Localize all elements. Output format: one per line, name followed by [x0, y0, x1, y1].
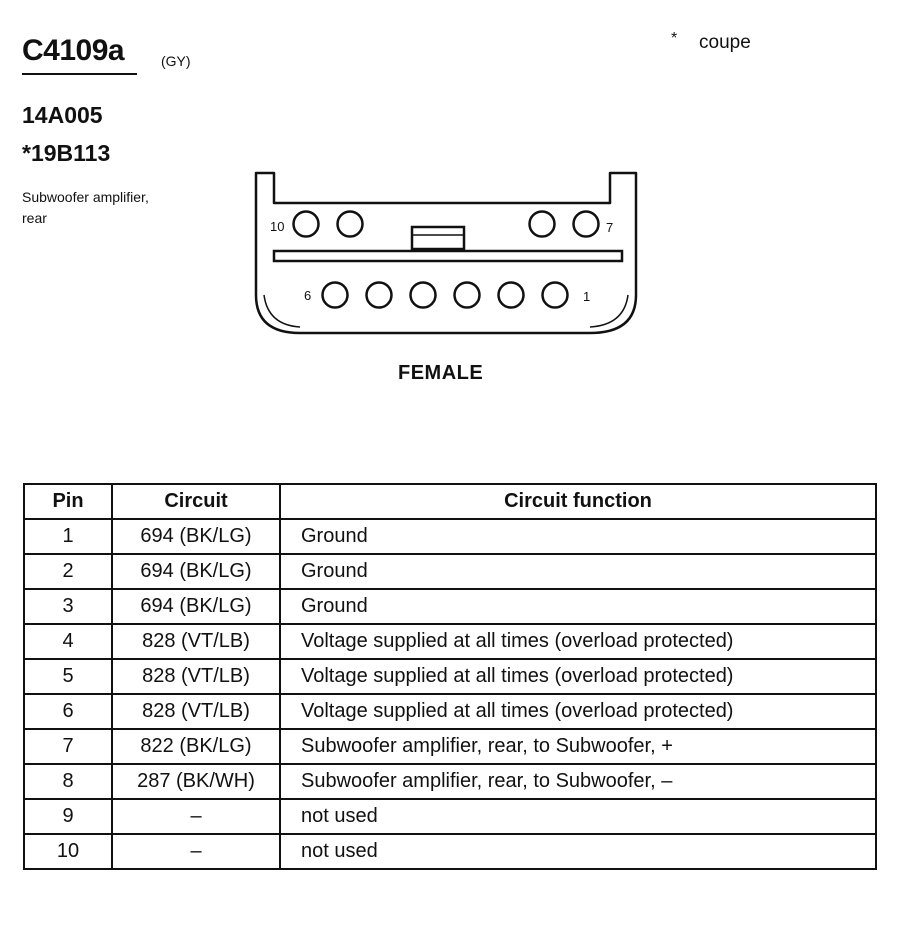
table-row: 7 822 (BK/LG) Subwoofer amplifier, rear,… [23, 728, 877, 765]
pin-cell: 1 [23, 518, 113, 555]
pin-cell: 3 [23, 588, 113, 625]
function-cell: Voltage supplied at all times (overload … [279, 658, 877, 695]
pin-cell: 6 [23, 693, 113, 730]
function-cell: Ground [279, 553, 877, 590]
circuit-cell: 287 (BK/WH) [111, 763, 281, 800]
circuit-cell: 828 (VT/LB) [111, 693, 281, 730]
pin-cell: 5 [23, 658, 113, 695]
function-cell: Ground [279, 588, 877, 625]
pin-cell: 7 [23, 728, 113, 765]
table-row: 3 694 (BK/LG) Ground [23, 588, 877, 625]
component-description-line-1: Subwoofer amplifier, [22, 189, 149, 205]
pin-cavity-4 [409, 281, 437, 309]
connector-housing-inner-line-right [589, 294, 629, 328]
function-cell: Subwoofer amplifier, rear, to Subwoofer,… [279, 728, 877, 765]
function-cell: Voltage supplied at all times (overload … [279, 623, 877, 660]
function-cell: Subwoofer amplifier, rear, to Subwoofer,… [279, 763, 877, 800]
circuit-cell: 694 (BK/LG) [111, 518, 281, 555]
connector-housing-outline [254, 171, 638, 335]
connector-face-diagram: 10 7 6 1 [254, 171, 638, 335]
component-description-line-2: rear [22, 210, 47, 226]
table-row: 4 828 (VT/LB) Voltage supplied at all ti… [23, 623, 877, 660]
part-number-alternate: *19B113 [22, 140, 111, 166]
pin-label-1: 1 [583, 289, 590, 304]
pin-label-6: 6 [304, 288, 311, 303]
pin-cavity-8 [528, 210, 556, 238]
part-number-primary: 14A005 [22, 102, 103, 128]
connector-center-rib [272, 249, 624, 263]
function-cell: not used [279, 833, 877, 870]
pin-cell: 10 [23, 833, 113, 870]
connector-housing-inner-line [263, 294, 301, 328]
note-marker: * [671, 30, 678, 47]
pin-cell: 4 [23, 623, 113, 660]
connector-id: C4109a [22, 34, 125, 67]
circuit-cell: 694 (BK/LG) [111, 588, 281, 625]
column-header-pin: Pin [23, 483, 113, 520]
circuit-cell: 828 (VT/LB) [111, 623, 281, 660]
table-row: 6 828 (VT/LB) Voltage supplied at all ti… [23, 693, 877, 730]
note-text: coupe [699, 32, 751, 53]
connector-id-underline [22, 73, 137, 75]
pin-cavity-9 [336, 210, 364, 238]
column-header-circuit: Circuit [111, 483, 281, 520]
pin-label-10: 10 [270, 219, 284, 234]
pin-cavity-7 [572, 210, 600, 238]
connector-latch [410, 225, 466, 251]
table-row: 10 – not used [23, 833, 877, 870]
table-header-row: Pin Circuit Circuit function [23, 483, 877, 520]
pin-cavity-6 [321, 281, 349, 309]
pin-cell: 8 [23, 763, 113, 800]
pin-cavity-5 [365, 281, 393, 309]
table-row: 5 828 (VT/LB) Voltage supplied at all ti… [23, 658, 877, 695]
column-header-circuit-function: Circuit function [279, 483, 877, 520]
table-row: 1 694 (BK/LG) Ground [23, 518, 877, 555]
pin-label-7: 7 [606, 220, 613, 235]
pin-cavity-3 [453, 281, 481, 309]
pin-cavity-1 [541, 281, 569, 309]
circuit-cell: 694 (BK/LG) [111, 553, 281, 590]
connector-gender-label: FEMALE [398, 362, 484, 384]
circuit-cell: – [111, 798, 281, 835]
circuit-cell: 822 (BK/LG) [111, 728, 281, 765]
function-cell: Voltage supplied at all times (overload … [279, 693, 877, 730]
pinout-table: Pin Circuit Circuit function 1 694 (BK/L… [23, 483, 877, 870]
function-cell: Ground [279, 518, 877, 555]
table-row: 2 694 (BK/LG) Ground [23, 553, 877, 590]
circuit-cell: – [111, 833, 281, 870]
color-code: (GY) [161, 53, 191, 69]
pin-cell: 9 [23, 798, 113, 835]
pin-cell: 2 [23, 553, 113, 590]
function-cell: not used [279, 798, 877, 835]
pin-cavity-10 [292, 210, 320, 238]
table-row: 8 287 (BK/WH) Subwoofer amplifier, rear,… [23, 763, 877, 800]
table-row: 9 – not used [23, 798, 877, 835]
pin-cavity-2 [497, 281, 525, 309]
circuit-cell: 828 (VT/LB) [111, 658, 281, 695]
